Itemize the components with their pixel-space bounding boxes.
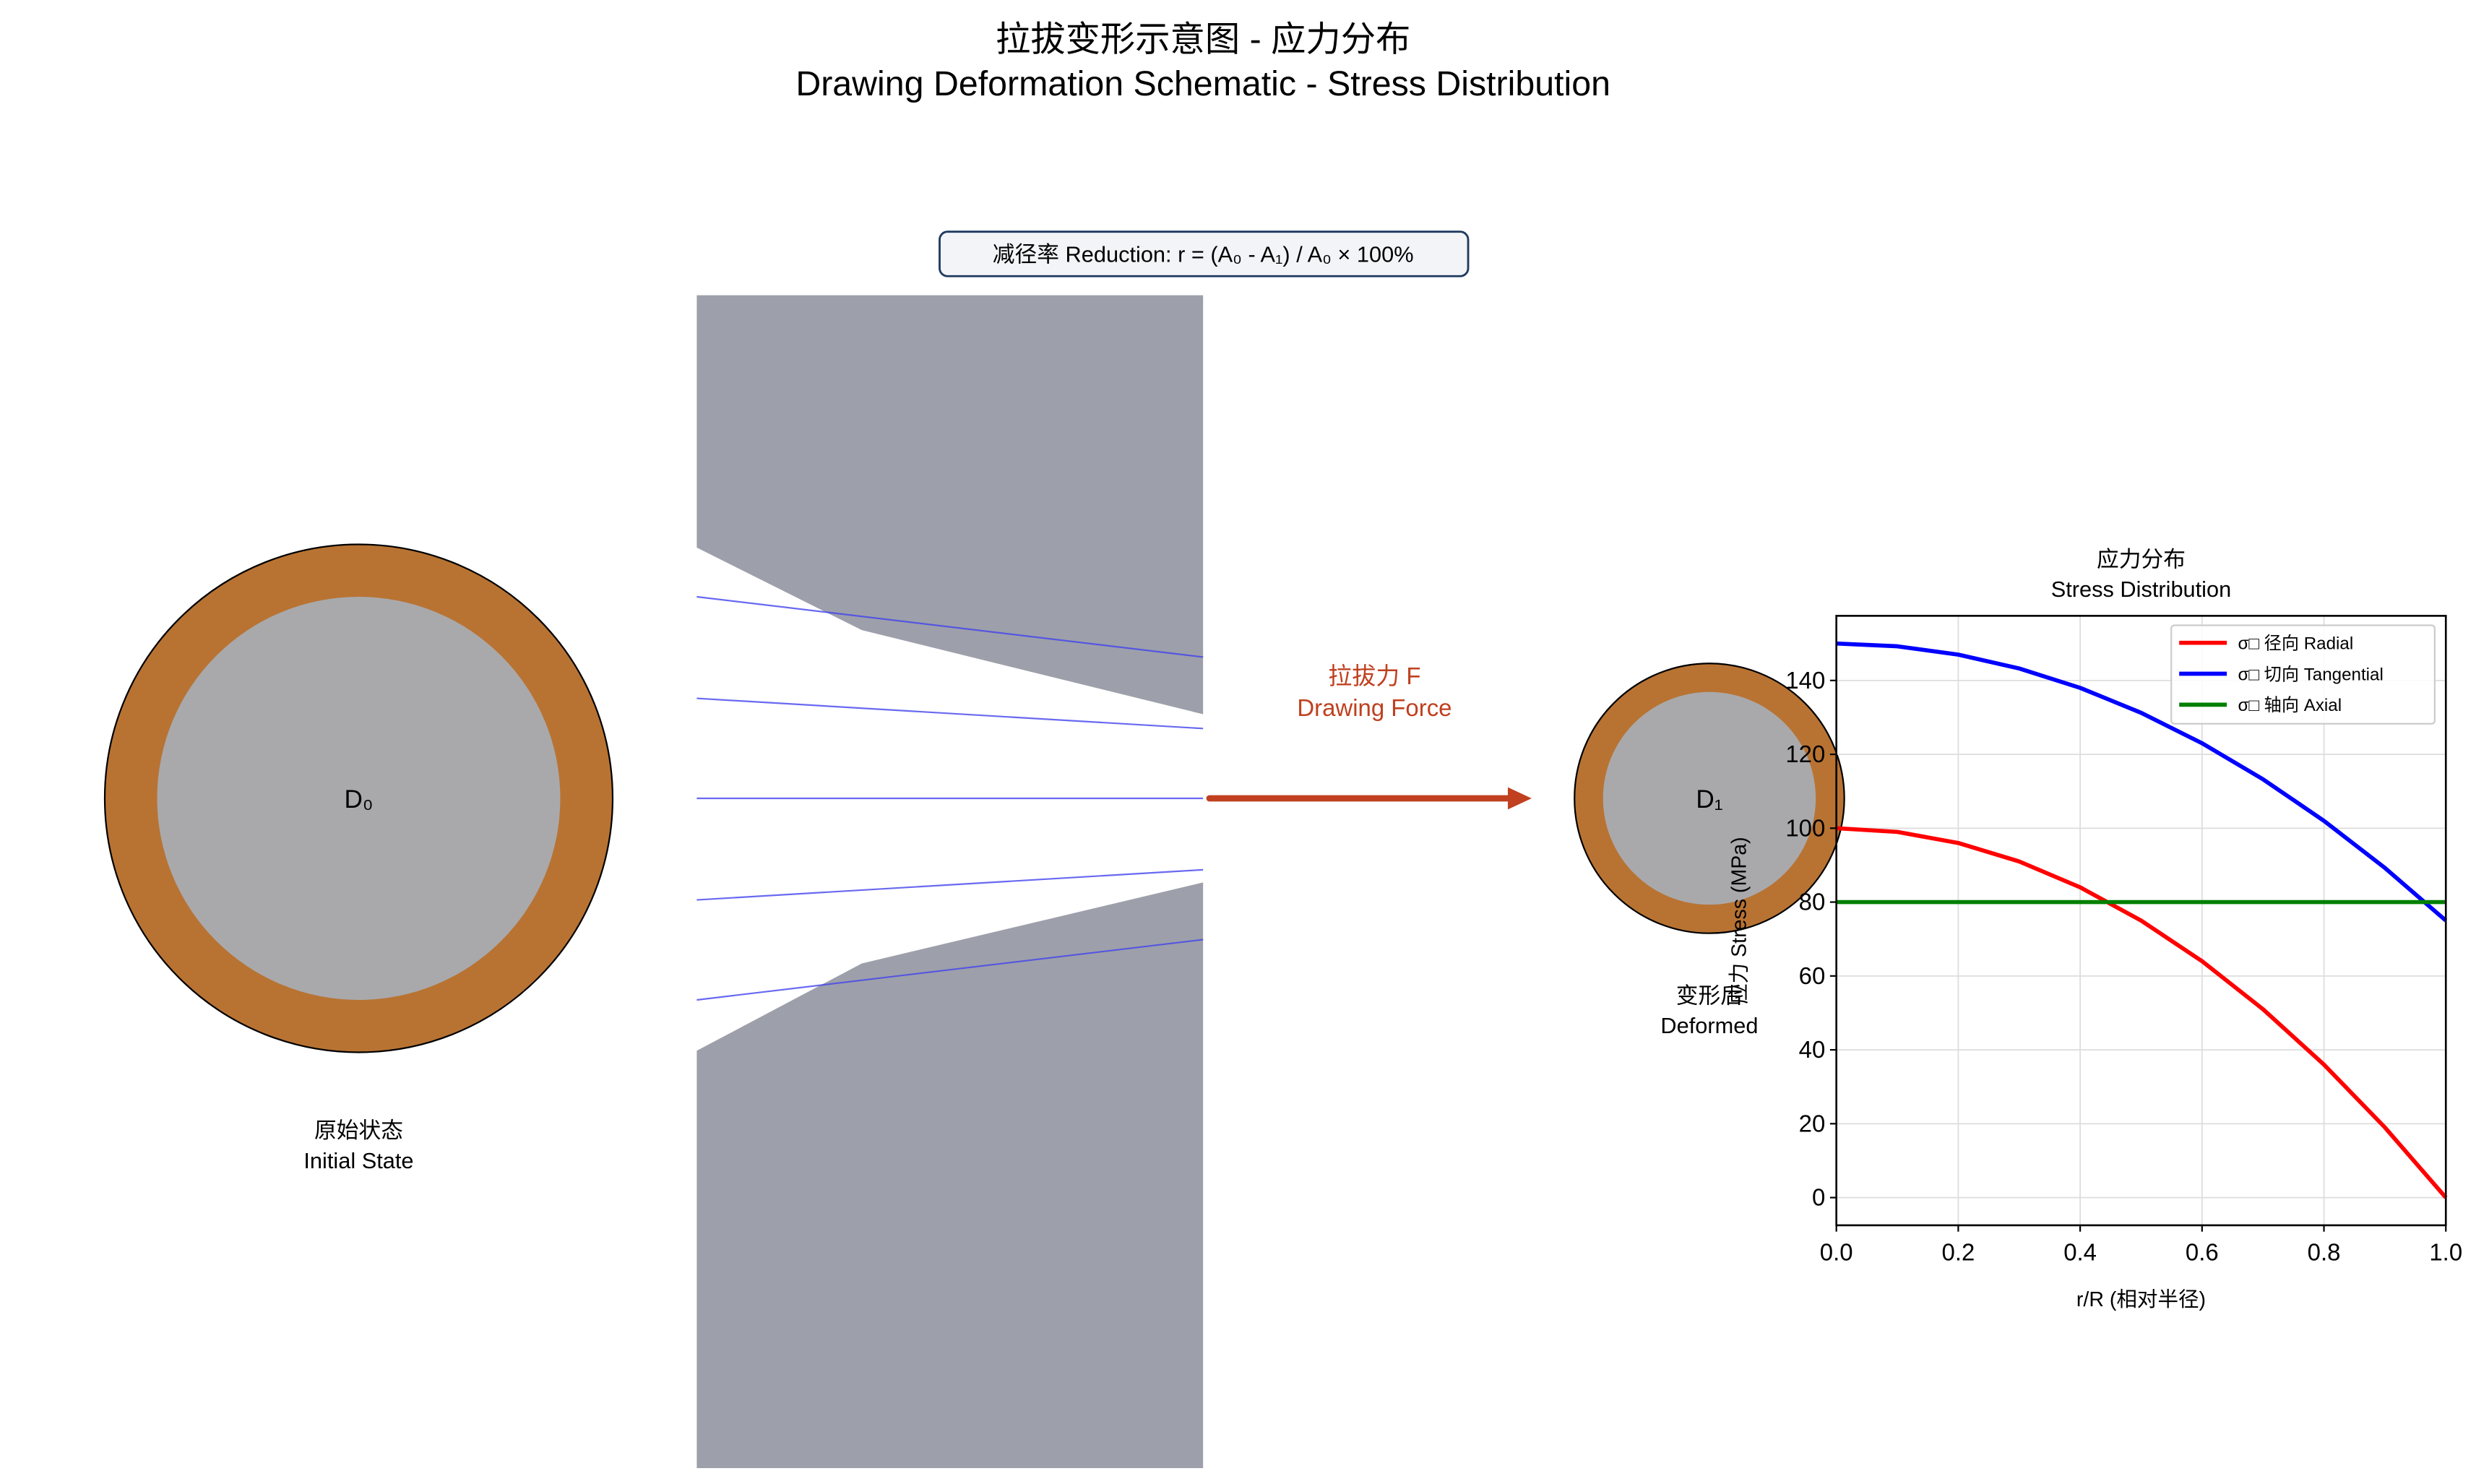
reduction-box bbox=[939, 230, 1470, 277]
y-tick-label: 140 bbox=[1785, 667, 1825, 694]
series-line-tangential bbox=[1836, 641, 2448, 923]
y-tick-label: 60 bbox=[1799, 962, 1826, 989]
x-tick-label: 0.8 bbox=[2308, 1238, 2341, 1265]
deformed-diameter-label: D₁ bbox=[1696, 785, 1722, 814]
reduction-formula: 减径率 Reduction: r = (A₀ - A₁) / A₀ × 100% bbox=[993, 241, 1414, 267]
legend-entry: σ□ 切向 Tangential bbox=[2238, 665, 2383, 684]
x-axis-label: r/R (相对半径) bbox=[2076, 1288, 2206, 1311]
legend-box bbox=[2170, 624, 2436, 725]
die-bottom bbox=[696, 882, 1204, 1469]
flow-line bbox=[696, 595, 1204, 658]
chart-subtitle: Stress Distribution bbox=[2051, 577, 2232, 602]
initial-caption-zh: 原始状态 bbox=[314, 1118, 403, 1143]
x-tick-label: 0.0 bbox=[1820, 1238, 1853, 1265]
deformed-wire-core bbox=[1603, 691, 1816, 905]
force-label-zh: 拉拔力 F bbox=[1328, 663, 1420, 689]
title-zh: 拉拔变形示意图 - 应力分布 bbox=[996, 20, 1410, 59]
title-en: Drawing Deformation Schematic - Stress D… bbox=[795, 64, 1610, 103]
legend-entry: σ□ 轴向 Axial bbox=[2238, 696, 2342, 715]
flow-line bbox=[696, 697, 1204, 730]
initial-wire-core bbox=[157, 596, 561, 1000]
initial-diameter-label: D₀ bbox=[345, 785, 374, 814]
x-tick-label: 0.2 bbox=[1942, 1238, 1975, 1265]
flow-line bbox=[696, 939, 1204, 1001]
y-tick-label: 100 bbox=[1785, 814, 1825, 841]
force-arrow-head bbox=[1507, 787, 1532, 810]
y-tick-label: 0 bbox=[1812, 1184, 1825, 1211]
flow-line bbox=[696, 868, 1204, 901]
y-tick-label: 80 bbox=[1799, 889, 1826, 915]
legend: σ□ 径向 Radial σ□ 切向 Tangential σ□ 轴向 Axial bbox=[2170, 624, 2436, 725]
deformed-caption-zh: 变形后 bbox=[1676, 983, 1743, 1008]
die-top bbox=[696, 295, 1204, 715]
y-tick-label: 20 bbox=[1799, 1110, 1826, 1136]
x-tick-label: 1.0 bbox=[2429, 1238, 2462, 1265]
legend-entry: σ□ 径向 Radial bbox=[2238, 634, 2353, 653]
chart-title: 应力分布 bbox=[2097, 546, 2186, 571]
force-label-en: Drawing Force bbox=[1297, 694, 1451, 721]
deformed-caption-en: Deformed bbox=[1660, 1013, 1758, 1038]
x-tick-label: 0.4 bbox=[2063, 1238, 2097, 1265]
y-tick-label: 120 bbox=[1785, 741, 1825, 767]
y-axis-label: 应力 Stress (MPa) bbox=[1727, 837, 1751, 1004]
stress-chart: 0.0 0.2 0.4 0.6 0.8 1.0 0 20 40 60 80 100 120 140 应力分… bbox=[1727, 546, 2462, 1311]
x-tick-label: 0.6 bbox=[2186, 1238, 2219, 1265]
plot-frame bbox=[1835, 615, 2447, 1227]
initial-caption-en: Initial State bbox=[303, 1148, 413, 1173]
y-tick-label: 40 bbox=[1799, 1036, 1826, 1063]
series-line-radial bbox=[1836, 826, 2448, 1199]
